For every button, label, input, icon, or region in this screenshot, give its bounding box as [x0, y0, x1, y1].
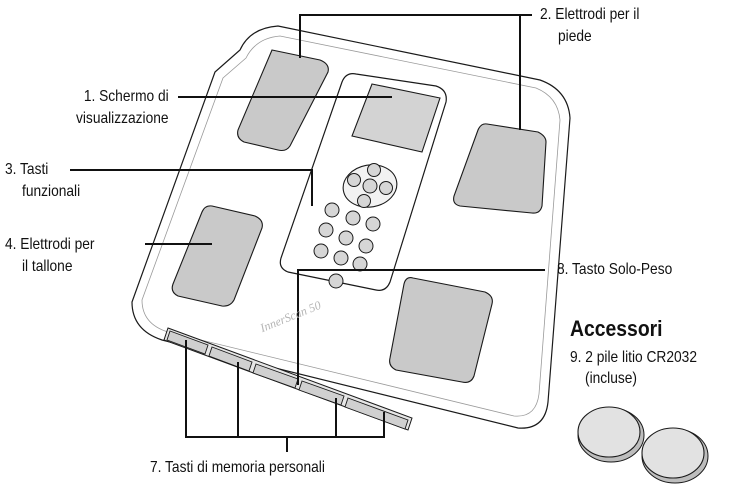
label-battery-line1: 9. 2 pile litio CR2032 [570, 349, 697, 366]
function-button[interactable] [328, 273, 344, 289]
label-heel-electrodes-line1: 4. Elettrodi per [5, 236, 95, 253]
function-button[interactable] [333, 250, 349, 266]
foot-electrode-right [453, 123, 547, 214]
label-battery-line2: (incluse) [585, 370, 638, 387]
nav-button-left[interactable] [347, 173, 361, 187]
memory-key[interactable] [208, 346, 253, 372]
leader-line-weight-only [297, 269, 545, 385]
function-button[interactable] [338, 230, 354, 246]
leader-line-memory-keys [185, 340, 385, 438]
label-weight-only-key: 8. Tasto Solo-Peso [557, 261, 673, 278]
nav-button-down[interactable] [357, 194, 371, 208]
memory-key[interactable] [298, 380, 345, 406]
label-foot-electrodes-line1: 2. Elettrodi per il [540, 6, 640, 23]
label-heel-electrodes-line2: il tallone [22, 258, 73, 275]
memory-key-weight-only[interactable] [252, 363, 299, 389]
foot-electrode-left [237, 49, 329, 152]
function-button[interactable] [345, 210, 361, 226]
nav-button-center[interactable] [362, 178, 378, 194]
memory-key[interactable] [344, 397, 409, 430]
label-function-keys-line2: funzionali [22, 183, 81, 200]
function-button[interactable] [358, 238, 374, 254]
function-button[interactable] [352, 256, 368, 272]
label-display-line1: 1. Schermo di [84, 88, 169, 105]
nav-button-right[interactable] [379, 181, 393, 195]
function-button[interactable] [324, 202, 340, 218]
accessories-heading: Accessori [570, 316, 663, 341]
scale-body-inner-edge [141, 35, 561, 417]
function-button[interactable] [313, 243, 329, 259]
leader-line-function-keys [70, 169, 313, 206]
leader-line-foot-electrodes [299, 14, 521, 130]
label-memory-keys: 7. Tasti di memoria personali [150, 459, 325, 476]
nav-button-up[interactable] [367, 163, 381, 177]
label-foot-electrodes-line2: piede [558, 28, 592, 45]
battery-left [577, 406, 641, 458]
battery-right [641, 427, 705, 479]
heel-electrode-right [389, 277, 493, 383]
memory-key[interactable] [166, 330, 209, 355]
label-function-keys-line1: 3. Tasti [5, 161, 49, 178]
heel-electrode-left [171, 205, 263, 307]
function-button[interactable] [318, 222, 334, 238]
function-button[interactable] [365, 216, 381, 232]
label-display-line2: visualizzazione [76, 110, 169, 127]
display-screen [351, 83, 441, 153]
